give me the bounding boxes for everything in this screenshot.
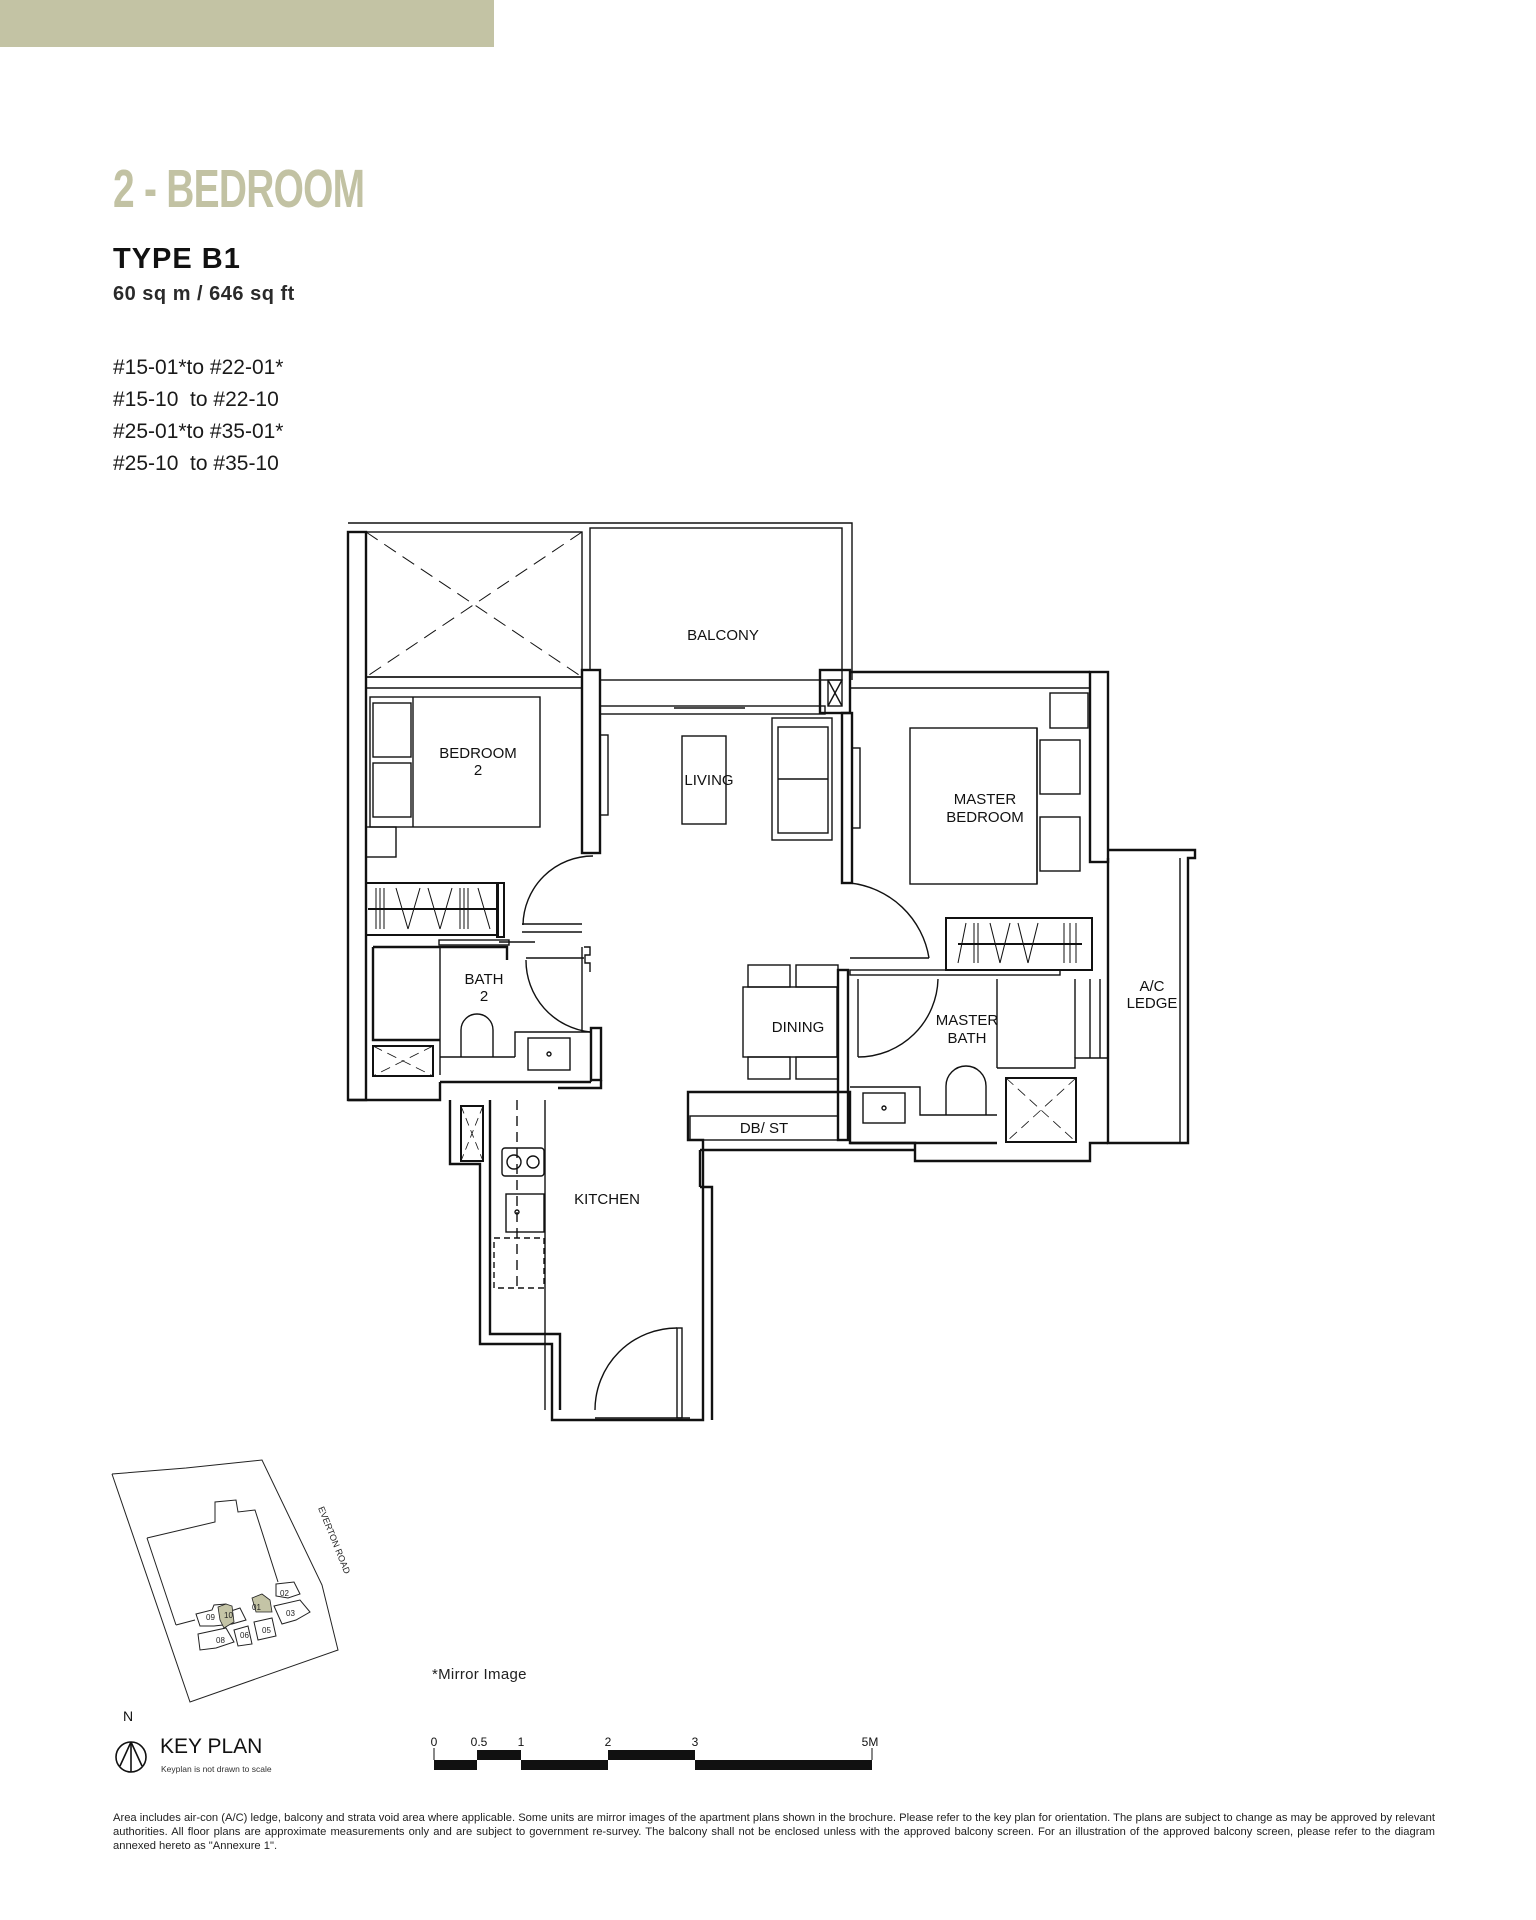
stack-label: 03 bbox=[286, 1609, 295, 1618]
room-label-master-bedroom-2: BEDROOM bbox=[946, 809, 1024, 826]
accent-band bbox=[0, 0, 494, 47]
stack-label: 01 bbox=[252, 1603, 261, 1612]
room-label-master-bath: MASTER bbox=[936, 1012, 999, 1029]
disclaimer: Area includes air-con (A/C) ledge, balco… bbox=[113, 1812, 1435, 1852]
room-label-ac-ledge-2: LEDGE bbox=[1127, 995, 1178, 1012]
stack-label: 09 bbox=[206, 1613, 215, 1622]
room-label-kitchen: KITCHEN bbox=[574, 1191, 640, 1208]
road-label: EVERTON ROAD bbox=[316, 1505, 352, 1576]
scale-tick: 1 bbox=[518, 1735, 525, 1749]
room-label-living: LIVING bbox=[684, 772, 733, 789]
room-label-master-bedroom: MASTER bbox=[954, 791, 1017, 808]
scale-tick: 0.5 bbox=[471, 1735, 488, 1749]
room-label-dining: DINING bbox=[772, 1019, 825, 1036]
unit-range: #25-10 to #35-10 bbox=[113, 452, 279, 475]
room-label-dbst: DB/ ST bbox=[740, 1120, 788, 1137]
unit-range: #15-10 to #22-10 bbox=[113, 388, 279, 411]
room-label-bedroom2-num: 2 bbox=[474, 762, 482, 779]
keyplan-subtitle: Keyplan is not drawn to scale bbox=[161, 1764, 272, 1774]
page-title: 2 - BEDROOM bbox=[113, 159, 365, 219]
scale-tick: 0 bbox=[431, 1735, 438, 1749]
scale-bar: 0 0.5 1 2 3 5M bbox=[431, 1735, 879, 1770]
north-label: N bbox=[123, 1708, 134, 1724]
room-label-master-bath-2: BATH bbox=[948, 1030, 987, 1047]
stack-label: 02 bbox=[280, 1589, 289, 1598]
unit-area: 60 sq m / 646 sq ft bbox=[113, 283, 295, 305]
stack-label: 10 bbox=[224, 1611, 233, 1620]
scale-tick: 2 bbox=[605, 1735, 612, 1749]
unit-range: #15-01*to #22-01* bbox=[113, 356, 284, 379]
stack-label: 08 bbox=[216, 1636, 225, 1645]
room-label-ac-ledge: A/C bbox=[1139, 978, 1164, 995]
stack-label: 05 bbox=[262, 1626, 271, 1635]
keyplan-title: KEY PLAN bbox=[160, 1735, 263, 1758]
room-label-bath2-num: 2 bbox=[480, 988, 488, 1005]
mirror-note: *Mirror Image bbox=[432, 1666, 527, 1683]
room-label-bath2: BATH bbox=[465, 971, 504, 988]
room-label-bedroom2: BEDROOM bbox=[439, 745, 517, 762]
stack-label: 06 bbox=[240, 1631, 249, 1640]
room-label-balcony: BALCONY bbox=[687, 627, 759, 644]
unit-type: TYPE B1 bbox=[113, 243, 241, 275]
unit-range: #25-01*to #35-01* bbox=[113, 420, 284, 443]
scale-tick: 5M bbox=[862, 1735, 879, 1749]
north-arrow-icon bbox=[115, 1741, 147, 1773]
unit-list: #15-01*to #22-01* #15-10 to #22-10 #25-0… bbox=[113, 352, 283, 480]
scale-tick: 3 bbox=[692, 1735, 699, 1749]
